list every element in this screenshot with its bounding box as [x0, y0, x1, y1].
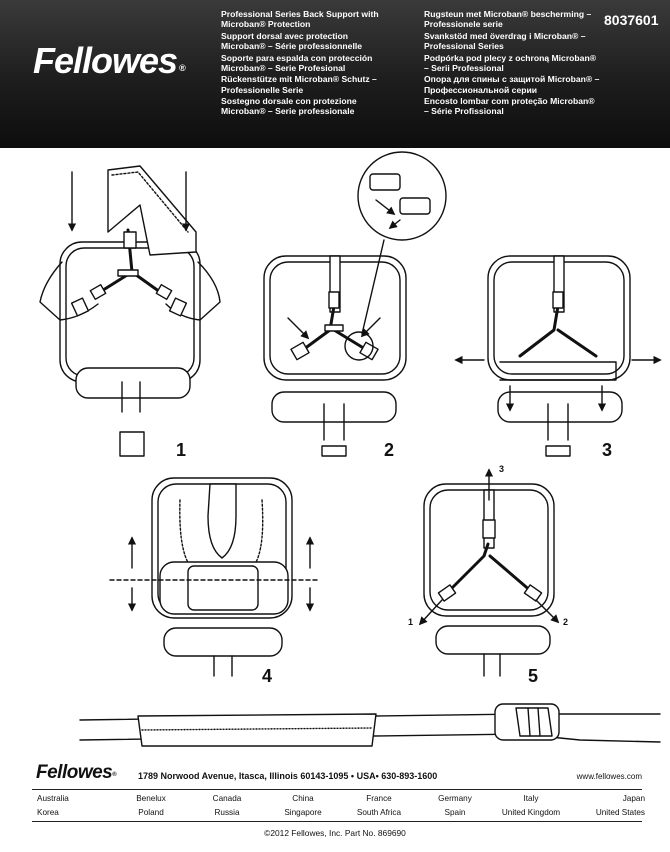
- title-sv: Svankstöd med överdrag i Microban® – Pro…: [424, 30, 586, 51]
- step-number: 4: [262, 666, 272, 686]
- step-5-illustration: [418, 468, 560, 677]
- title-column-left: Professional Series Back Support with Mi…: [221, 9, 391, 118]
- instruction-illustrations: 1 2 3 4 5 3 1 2: [0, 148, 670, 756]
- country: Italy: [523, 794, 539, 803]
- step-1-illustration: [39, 165, 221, 457]
- step-number: 3: [602, 440, 612, 460]
- title-en: Professional Series Back Support with Mi…: [221, 9, 379, 30]
- country: Australia: [37, 794, 69, 803]
- countries-row: Australia Benelux Canada China France Ge…: [37, 794, 645, 803]
- title-column-right: Rugsteun met Microban® bescherming – Pro…: [424, 9, 600, 118]
- countries-row: Korea Poland Russia Singapore South Afri…: [37, 808, 645, 817]
- step-number: 2: [384, 440, 394, 460]
- country: Russia: [214, 808, 240, 817]
- step-4-illustration: [109, 477, 319, 677]
- callout-number: 3: [499, 464, 504, 474]
- callout-number: 2: [563, 617, 568, 627]
- title-pt: Encosto lombar com proteção Microban® – …: [424, 96, 595, 117]
- country: Benelux: [136, 794, 166, 803]
- step-number: 5: [528, 666, 538, 686]
- country: Spain: [444, 808, 466, 817]
- step-2-illustration: [263, 151, 447, 457]
- footer-divider: [32, 821, 642, 822]
- country: China: [292, 794, 314, 803]
- part-number: 8037601: [604, 12, 659, 28]
- footer-logo: Fellowes®: [36, 762, 117, 783]
- footer-divider: [32, 789, 642, 790]
- website-link[interactable]: www.fellowes.com: [576, 772, 642, 781]
- header-curve: [0, 148, 670, 160]
- title-it: Sostegno dorsale con protezione Microban…: [221, 96, 357, 117]
- country: Germany: [438, 794, 472, 803]
- company-address: 1789 Norwood Avenue, Itasca, Illinois 60…: [138, 771, 438, 781]
- title-pl: Podpórka pod plecy z ochroną Microban® –…: [424, 52, 597, 73]
- country: Canada: [212, 794, 242, 803]
- copyright-notice: ©2012 Fellowes, Inc. Part No. 869690: [264, 828, 406, 838]
- country: South Africa: [356, 808, 402, 817]
- step-number: 1: [176, 440, 186, 460]
- title-nl: Rugsteun met Microban® bescherming – Pro…: [424, 9, 592, 30]
- country: Poland: [138, 808, 164, 817]
- strap-detail: [79, 703, 661, 747]
- country: Korea: [37, 808, 59, 817]
- country: France: [366, 794, 392, 803]
- country: Singapore: [284, 808, 322, 817]
- country: United Kingdom: [501, 808, 561, 817]
- title-es: Soporte para espalda con protección Micr…: [221, 52, 373, 73]
- title-ru: Опора для спины с защитой Microban® – Пр…: [424, 74, 600, 95]
- title-de: Rückenstütze mit Microban® Schutz – Prof…: [221, 74, 377, 95]
- country: United States: [595, 808, 645, 817]
- callout-number: 1: [408, 617, 413, 627]
- title-fr: Support dorsal avec protection Microban®…: [221, 30, 363, 51]
- fellowes-logo: Fellowes®: [33, 40, 186, 81]
- step-3-illustration: [454, 255, 662, 457]
- country: Japan: [622, 794, 645, 803]
- header-banner: Fellowes® Professional Series Back Suppo…: [0, 0, 670, 160]
- illustration-canvas: 1 2 3 4 5 3 1 2: [39, 151, 662, 747]
